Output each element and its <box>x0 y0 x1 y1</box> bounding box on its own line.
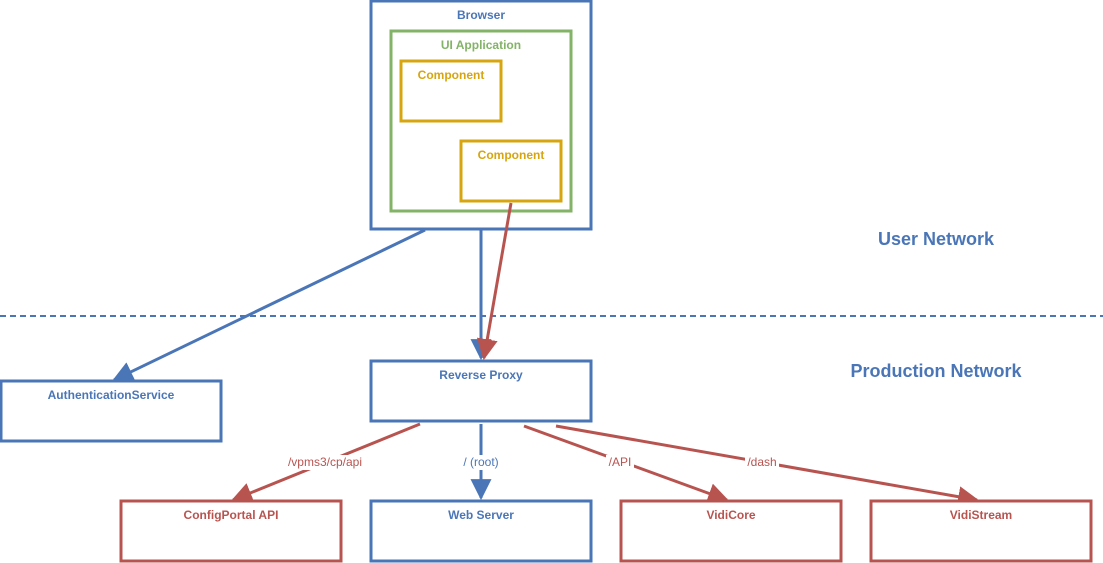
configportal-api-box: ConfigPortal API <box>119 499 343 563</box>
edge-label-web-server: / (root) <box>460 455 502 470</box>
svg-text:/ (root): / (root) <box>463 455 498 469</box>
web-server-label: Web Server <box>448 508 514 522</box>
user-network-label: User Network <box>878 229 995 249</box>
production-network-label: Production Network <box>850 361 1022 381</box>
svg-text:/API: /API <box>609 455 632 469</box>
ui-application-label: UI Application <box>441 38 521 52</box>
component-box-1: Component <box>399 59 503 123</box>
reverse-proxy-label: Reverse Proxy <box>439 368 523 382</box>
configportal-api-label: ConfigPortal API <box>184 508 279 522</box>
authentication-service-label: AuthenticationService <box>48 388 175 402</box>
vidicore-box: VidiCore <box>619 499 843 563</box>
reverse-proxy-box: Reverse Proxy <box>369 359 593 423</box>
edge-component-to-proxy <box>476 202 513 361</box>
web-server-box: Web Server <box>369 499 593 563</box>
vidistream-label: VidiStream <box>950 508 1012 522</box>
edge-browser-to-auth <box>112 228 426 382</box>
edge-label-vidicore: /API <box>606 455 634 470</box>
browser-label: Browser <box>457 8 505 22</box>
edge-label-configportal: /vpms3/cp/api <box>286 455 364 470</box>
svg-text:/vpms3/cp/api: /vpms3/cp/api <box>288 455 362 469</box>
vidicore-label: VidiCore <box>706 508 755 522</box>
component-box-2: Component <box>459 139 563 203</box>
component-label-1: Component <box>418 68 485 82</box>
component-label-2: Component <box>478 148 545 162</box>
authentication-service-box: AuthenticationService <box>0 379 223 443</box>
vidistream-box: VidiStream <box>869 499 1093 563</box>
svg-text:/dash: /dash <box>747 455 776 469</box>
edge-label-vidistream: /dash <box>745 455 779 470</box>
